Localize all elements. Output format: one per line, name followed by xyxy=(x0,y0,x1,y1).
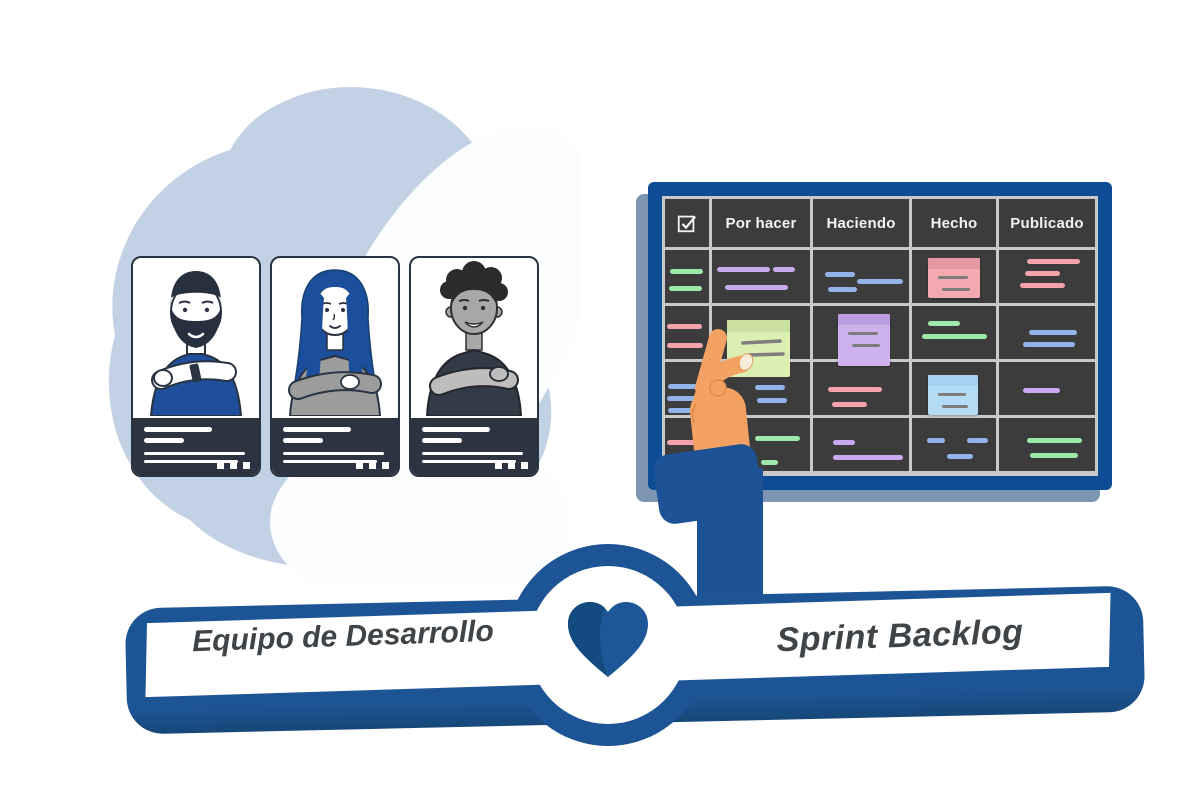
team-member-card xyxy=(131,256,261,477)
task-line xyxy=(1020,283,1065,288)
task-line xyxy=(967,438,988,443)
task-line xyxy=(668,384,707,389)
task-line xyxy=(667,396,708,401)
sticky-note[interactable] xyxy=(928,258,980,298)
blue-haired-woman-avatar xyxy=(288,269,382,416)
board-cell xyxy=(813,418,909,471)
text-placeholder-line xyxy=(422,452,523,455)
menu-dots[interactable] xyxy=(356,462,389,469)
index-finger xyxy=(691,355,751,421)
column-header-hecho: Hecho xyxy=(930,214,978,232)
board-cell xyxy=(912,362,996,415)
text-placeholder-line xyxy=(283,438,323,443)
sticky-note[interactable] xyxy=(838,314,890,366)
task-line xyxy=(725,285,788,290)
sticky-note[interactable] xyxy=(928,375,978,415)
column-header-por-hacer: Por hacer xyxy=(725,214,797,232)
board-cell xyxy=(712,250,810,303)
text-placeholder-line xyxy=(283,427,351,432)
bearded-man-avatar xyxy=(149,271,243,416)
task-line xyxy=(667,440,698,445)
board-row xyxy=(665,250,1095,303)
task-line xyxy=(922,334,987,339)
checked-checkbox-icon xyxy=(677,215,697,233)
task-line xyxy=(833,455,903,460)
task-line xyxy=(1025,271,1060,276)
task-line xyxy=(857,279,903,284)
task-line xyxy=(825,272,855,277)
board-cell xyxy=(999,250,1095,303)
sleeve-cuff xyxy=(651,442,765,526)
board-cell xyxy=(912,418,996,471)
task-line xyxy=(947,454,973,459)
text-placeholder-line xyxy=(422,427,490,432)
board-cell xyxy=(912,250,996,303)
column-header-haciendo: Haciendo xyxy=(826,214,896,232)
task-line xyxy=(668,408,698,413)
task-line xyxy=(1023,388,1060,393)
task-line xyxy=(1027,259,1080,264)
heart-icon xyxy=(568,602,648,677)
column-header-publicado: Publicado xyxy=(1010,214,1084,232)
card-footer xyxy=(272,418,398,475)
task-line xyxy=(670,269,703,274)
board-header-checkbox-cell xyxy=(665,199,709,247)
text-placeholder-line xyxy=(422,460,516,463)
task-line xyxy=(1029,330,1077,335)
task-line xyxy=(667,324,702,329)
task-line xyxy=(773,267,795,272)
task-line xyxy=(717,267,770,272)
text-placeholder-line xyxy=(144,438,184,443)
board-cell xyxy=(665,250,709,303)
text-placeholder-line xyxy=(283,460,377,463)
board-cell xyxy=(813,306,909,366)
task-line xyxy=(1027,438,1082,443)
task-line xyxy=(667,343,703,348)
team-member-card xyxy=(270,256,400,477)
task-line xyxy=(755,385,785,390)
menu-dots[interactable] xyxy=(495,462,528,469)
text-placeholder-line xyxy=(144,460,238,463)
task-line xyxy=(1030,453,1078,458)
text-placeholder-line xyxy=(283,452,384,455)
knuckle xyxy=(709,379,727,397)
task-line xyxy=(669,286,702,291)
task-line xyxy=(755,436,800,441)
board-cell xyxy=(999,362,1095,415)
text-placeholder-line xyxy=(422,438,462,443)
task-line xyxy=(761,460,778,465)
team-member-card xyxy=(409,256,539,477)
board-header-row: Por hacer Haciendo Hecho Publicado xyxy=(665,199,1095,247)
card-footer xyxy=(411,418,537,475)
board-cell xyxy=(912,306,996,359)
task-line xyxy=(832,402,867,407)
fingernail xyxy=(738,353,754,371)
task-line xyxy=(828,387,882,392)
board-cell xyxy=(999,418,1095,471)
board-cell xyxy=(813,250,909,303)
card-footer xyxy=(133,418,259,475)
board-cell xyxy=(999,306,1095,359)
task-line xyxy=(1023,342,1075,347)
menu-dots[interactable] xyxy=(217,462,250,469)
board-cell xyxy=(665,306,709,359)
curly-haired-man-avatar xyxy=(425,261,523,416)
task-line xyxy=(928,321,960,326)
task-line xyxy=(833,440,855,445)
text-placeholder-line xyxy=(144,452,245,455)
task-line xyxy=(927,438,945,443)
board-cell xyxy=(813,362,909,415)
task-line xyxy=(757,398,787,403)
text-placeholder-line xyxy=(144,427,212,432)
task-line xyxy=(828,287,857,292)
